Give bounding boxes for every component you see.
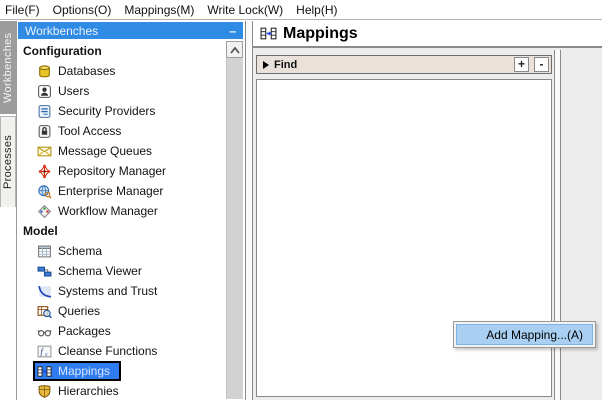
sidebar-item-users[interactable]: Users: [17, 81, 225, 101]
sidebar-item-label: Workflow Manager: [58, 204, 158, 218]
menu-options-o[interactable]: Options(O): [52, 2, 112, 17]
context-menu: Add Mapping...(A): [453, 321, 596, 348]
sidebar-item-label: Systems and Trust: [58, 284, 158, 298]
sidebar-item-label: Schema Viewer: [58, 264, 142, 278]
page-title: Mappings: [283, 24, 358, 42]
sidebar-item-label: Schema: [58, 244, 103, 258]
sidebar-scrollbar: [226, 41, 243, 399]
vertical-tab-strip: Workbenches Processes: [0, 21, 17, 400]
repository-manager-icon: [37, 164, 52, 179]
message-queues-icon: [37, 144, 52, 159]
sidebar-item-label: Repository Manager: [58, 164, 167, 178]
find-label: Find: [274, 58, 298, 71]
sidebar-item-label: Users: [58, 84, 90, 98]
expand-triangle-icon: [263, 60, 269, 69]
sidebar-item-label: Databases: [58, 64, 116, 78]
hierarchies-icon: [37, 384, 52, 399]
enterprise-manager-icon: [37, 184, 52, 199]
sidebar-item-label: Packages: [58, 324, 111, 338]
minimize-button[interactable]: –: [229, 23, 236, 38]
context-menu-item-add-mapping-a[interactable]: Add Mapping...(A): [456, 324, 593, 345]
menu-help-h[interactable]: Help(H): [296, 2, 338, 17]
main-header: Mappings: [253, 21, 602, 48]
sidebar-item-label: Enterprise Manager: [58, 184, 164, 198]
security-providers-icon: [37, 104, 52, 119]
menu-write-lock-w[interactable]: Write Lock(W): [207, 2, 284, 17]
scroll-up-button[interactable]: [226, 41, 243, 58]
sidebar-item-databases[interactable]: Databases: [17, 61, 225, 81]
sidebar-item-mappings[interactable]: Mappings: [33, 361, 122, 381]
databases-icon: [37, 64, 52, 79]
systems-and-trust-icon: [37, 284, 52, 299]
sidebar-item-label: Hierarchies: [58, 384, 119, 398]
main-splitter[interactable]: [554, 50, 561, 400]
queries-icon: [37, 304, 52, 319]
sidebar-splitter[interactable]: [245, 21, 253, 400]
mappings-icon: [37, 364, 52, 379]
menu-file-f[interactable]: File(F): [5, 2, 40, 17]
svg-text:x: x: [44, 350, 48, 357]
sidebar-item-systems-and-trust[interactable]: Systems and Trust: [17, 281, 225, 301]
section-header-configuration: Configuration: [23, 44, 102, 58]
sidebar-title: Workbenches: [25, 23, 99, 38]
workflow-manager-icon: [37, 204, 52, 219]
menu-bar: File(F) Options(O) Mappings(M) Write Lock(W…: [0, 0, 602, 20]
scrollbar-track[interactable]: [226, 58, 243, 399]
work-area: Workbenches Processes Workbenches – Conf…: [0, 21, 602, 400]
users-icon: [37, 84, 52, 99]
find-bar[interactable]: Find + -: [256, 55, 552, 74]
sidebar-item-label: Cleanse Functions: [58, 344, 158, 358]
sidebar-item-workflow-manager[interactable]: Workflow Manager: [17, 201, 225, 221]
sidebar-header: Workbenches –: [18, 22, 243, 39]
tool-access-icon: [37, 124, 52, 139]
sidebar-item-message-queues[interactable]: Message Queues: [17, 141, 225, 161]
sidebar-item-schema-viewer[interactable]: Schema Viewer: [17, 261, 225, 281]
schema-viewer-icon: [37, 264, 52, 279]
sidebar-item-label: Message Queues: [58, 144, 153, 158]
sidebar-item-enterprise-manager[interactable]: Enterprise Manager: [17, 181, 225, 201]
svg-text:f: f: [40, 346, 44, 356]
tab-processes[interactable]: Processes: [0, 116, 16, 207]
sidebar-item-label: Security Providers: [58, 104, 156, 118]
tab-workbenches[interactable]: Workbenches: [0, 21, 16, 114]
schema-icon: [37, 244, 52, 259]
sidebar-item-label: Tool Access: [58, 124, 122, 138]
section-header-model: Model: [23, 224, 58, 238]
sidebar-item-tool-access[interactable]: Tool Access: [17, 121, 225, 141]
add-button[interactable]: +: [514, 57, 529, 72]
sidebar-item-packages[interactable]: Packages: [17, 321, 225, 341]
packages-icon: [37, 324, 52, 339]
sidebar-item-queries[interactable]: Queries: [17, 301, 225, 321]
menu-mappings-m[interactable]: Mappings(M): [124, 2, 195, 17]
sidebar-item-hierarchies[interactable]: Hierarchies: [17, 381, 225, 400]
sidebar-item-label: Mappings: [58, 364, 111, 378]
remove-button[interactable]: -: [534, 57, 549, 72]
mappings-icon: [260, 26, 277, 41]
sidebar-item-label: Queries: [58, 304, 101, 318]
sidebar-item-repository-manager[interactable]: Repository Manager: [17, 161, 225, 181]
mappings-list[interactable]: [256, 79, 552, 397]
sidebar-item-security-providers[interactable]: Security Providers: [17, 101, 225, 121]
chevron-up-icon: [229, 41, 240, 59]
sidebar-item-schema[interactable]: Schema: [17, 241, 225, 261]
